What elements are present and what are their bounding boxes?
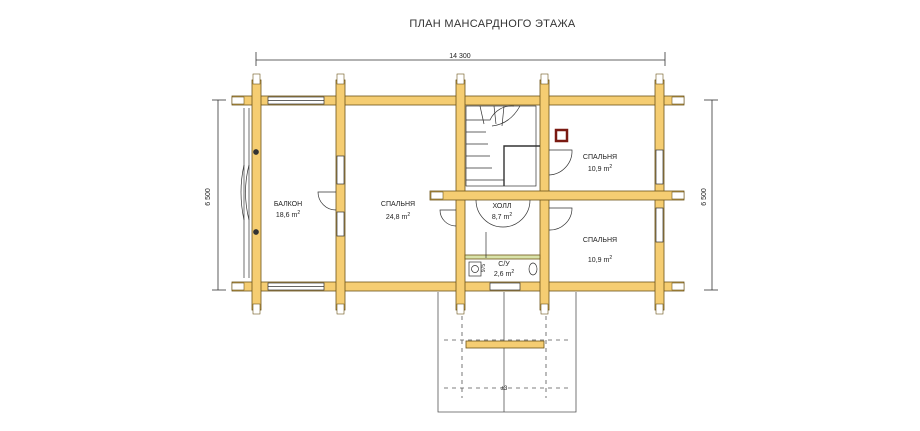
bathroom-dimension: 975 — [481, 264, 487, 273]
room-name-bedroom-se: СПАЛЬНЯ — [583, 237, 617, 244]
room-name-balcony: БАЛКОН — [274, 201, 302, 208]
room-bedroom-ne: СПАЛЬНЯ 10,9 m2 — [583, 154, 617, 173]
room-bedroom-main: СПАЛЬНЯ 24,8 m2 — [381, 201, 415, 221]
room-balcony: БАЛКОН 18,6 m2 — [274, 201, 302, 219]
dimension-height-left: 6 500 — [205, 188, 212, 206]
stair-mark: ±3 — [501, 386, 508, 392]
room-area-bedroom-ne: 10,9 m2 — [588, 164, 612, 173]
windows — [267, 96, 664, 291]
staircase — [465, 105, 540, 187]
porch-outline — [437, 292, 577, 413]
dimension-height-right: 6 500 — [701, 188, 708, 206]
wall-caps — [231, 73, 685, 315]
chimney — [554, 128, 569, 143]
room-name-bedroom-ne: СПАЛЬНЯ — [583, 154, 617, 161]
dimension-lines — [212, 52, 718, 291]
bathroom-fixtures — [468, 261, 538, 277]
door-swings — [317, 149, 573, 258]
room-name-bedroom-main: СПАЛЬНЯ — [381, 201, 415, 208]
room-area-bedroom-se: 10,9 m2 — [588, 255, 612, 264]
balcony-railing — [240, 108, 259, 278]
room-name-bathroom: С/У — [498, 261, 510, 268]
room-area-hall: 8,7 m2 — [492, 212, 513, 221]
porch-beam — [465, 340, 545, 349]
room-bedroom-se: СПАЛЬНЯ 10,9 m2 — [583, 237, 617, 264]
room-hall: ХОЛЛ 8,7 m2 — [492, 203, 513, 221]
room-area-bedroom-main: 24,8 m2 — [386, 212, 410, 221]
room-area-bathroom: 2,6 m2 — [494, 269, 515, 278]
dimension-width: 14 300 — [449, 53, 471, 60]
room-name-hall: ХОЛЛ — [493, 203, 512, 210]
room-bathroom: С/У 2,6 m2 975 — [481, 261, 514, 278]
plan-title: ПЛАН МАНСАРДНОГО ЭТАЖА — [409, 18, 576, 30]
room-area-balcony: 18,6 m2 — [276, 210, 300, 219]
log-walls — [231, 79, 685, 311]
